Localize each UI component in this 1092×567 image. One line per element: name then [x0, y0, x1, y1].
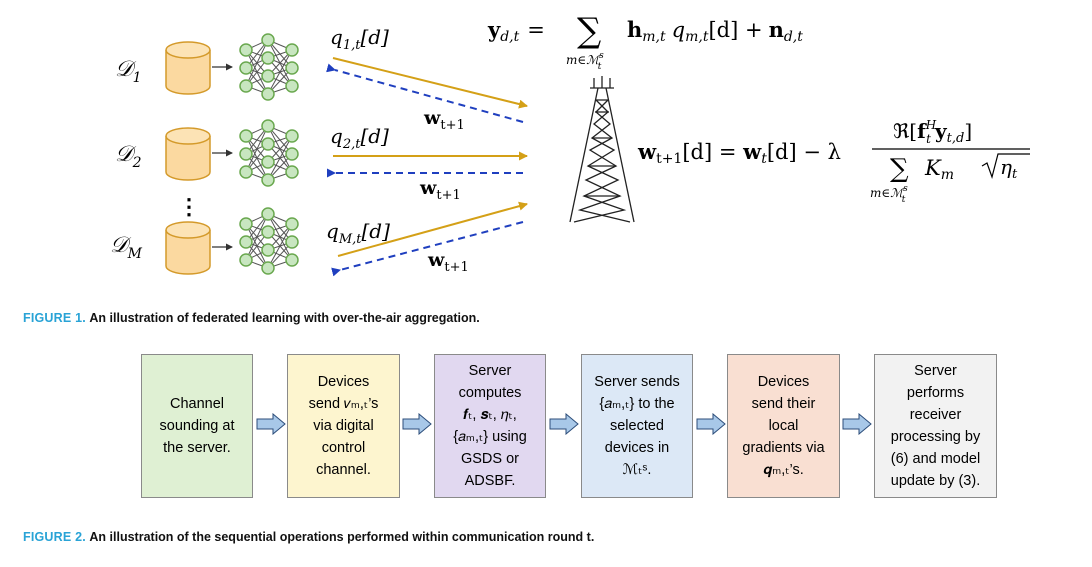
step-line: {𝑎ₘ,ₜ} using: [453, 429, 527, 445]
step-line: ADSBF.: [464, 473, 516, 489]
right-arrow-icon: [549, 413, 579, 435]
database-icon: [165, 221, 211, 275]
right-arrow-icon: [256, 413, 286, 435]
figure-1-caption: FIGURE 1. An illustration of federated l…: [23, 311, 480, 325]
step-text: Server performs receiver processing by (6) a…: [891, 360, 980, 492]
svg-text:wt+1[d] = wt[d] − λ: wt+1[d] = wt[d] − λ: [637, 139, 841, 167]
step-line: control: [321, 440, 366, 456]
step-line: Devices: [757, 374, 810, 390]
step-line: selected: [609, 418, 664, 434]
svg-text:m∈ℳst: m∈ℳst: [566, 51, 604, 72]
uplink-label-2: q2,t[d]: [330, 124, 389, 152]
svg-text:∑: ∑: [890, 154, 909, 184]
dataset-label-m: 𝒟M: [110, 233, 143, 262]
figure-1-caption-label: FIGURE 1.: [23, 311, 86, 325]
downlink-label-2: wt+1: [419, 177, 461, 203]
figure-1-caption-text: An illustration of federated learning wi…: [89, 311, 480, 325]
device-ellipsis: ⋮: [178, 194, 200, 219]
step-server-update: Server performs receiver processing by (6) a…: [874, 354, 997, 498]
downlink-label-m: wt+1: [427, 249, 469, 275]
step-text: Devices send their local gradients via 𝒒ₘ,ₜ’…: [742, 371, 824, 481]
step-line: processing by: [890, 429, 981, 445]
step-line: send 𝑣ₘ,ₜ’s: [308, 396, 379, 412]
right-arrow-icon: [402, 413, 432, 435]
figure-2-caption-label: FIGURE 2.: [23, 530, 86, 544]
uplink-label-m: qM,t[d]: [326, 219, 390, 247]
step-devices-send-v: Devices send 𝑣ₘ,ₜ’s via digital control chan…: [287, 354, 400, 498]
right-arrow-icon: [842, 413, 872, 435]
step-line: Server: [468, 363, 512, 379]
step-line: performs: [906, 385, 965, 401]
uplink-arrow-m: [337, 201, 528, 257]
svg-text:∑: ∑: [577, 11, 601, 51]
step-line: the server.: [163, 440, 231, 456]
step-line: gradients via: [742, 440, 825, 456]
step-line: channel.: [316, 462, 371, 478]
svg-text:yd,t=: yd,t=: [487, 17, 545, 45]
dataset-label-1: 𝒟1: [115, 57, 141, 86]
step-line: ℳₜˢ.: [622, 462, 652, 478]
database-icon: [165, 127, 211, 181]
device-1: 𝒟1 q1,t[d] wt+1: [115, 25, 528, 133]
step-line: send their: [751, 396, 816, 412]
neural-network-icon: [239, 119, 299, 187]
figure-2-caption-text: An illustration of the sequential operat…: [89, 530, 595, 544]
step-line: Channel: [169, 396, 224, 412]
downlink-arrow-m: [331, 221, 524, 277]
step-server-sends: Server sends {𝑎ₘ,ₜ} to the selected devices…: [581, 354, 693, 498]
step-channel-sounding: Channel sounding at the server.: [141, 354, 253, 498]
step-line: GSDS or: [460, 451, 519, 467]
step-line: local: [768, 418, 799, 434]
step-line: via digital: [313, 418, 374, 434]
base-station-tower-icon: [569, 76, 635, 223]
step-line: sounding at: [159, 418, 235, 434]
step-line: {𝑎ₘ,ₜ} to the: [599, 396, 675, 412]
step-line: (6) and model: [890, 451, 981, 467]
neural-network-icon: [239, 207, 299, 275]
step-line: devices in: [604, 440, 670, 456]
figure-2-caption: FIGURE 2. An illustration of the sequent…: [23, 530, 594, 544]
step-line: 𝒇ₜ, 𝒔ₜ, 𝜂ₜ,: [463, 407, 517, 423]
svg-text:ηt: ηt: [1000, 155, 1018, 182]
downlink-label-1: wt+1: [423, 107, 465, 133]
step-text: Server sends {𝑎ₘ,ₜ} to the selected devices…: [594, 371, 679, 481]
step-text: Devices send 𝑣ₘ,ₜ’s via digital control chan…: [309, 371, 379, 481]
svg-text:hm,tqm,t[d] +nd,t: hm,tqm,t[d] +nd,t: [627, 17, 803, 45]
step-line: Server: [914, 363, 957, 379]
step-line: update by (3).: [890, 473, 981, 489]
downlink-arrow-1: [326, 63, 524, 123]
database-icon: [165, 41, 211, 95]
figure-1-diagram: 𝒟1 q1,t[d] wt+1 𝒟2 q2,t[d] wt+1 ⋮ 𝒟M qM,…: [110, 11, 1030, 277]
step-line: Devices: [317, 374, 370, 390]
neural-network-icon: [239, 33, 299, 101]
device-2: 𝒟2 q2,t[d] wt+1: [115, 119, 528, 203]
step-line: Server sends: [594, 374, 680, 390]
step-line: computes: [458, 385, 522, 401]
dataset-label-2: 𝒟2: [115, 142, 142, 171]
step-text: Channel sounding at the server.: [160, 393, 235, 459]
step-line: 𝒒ₘ,ₜ’s.: [763, 462, 804, 478]
uplink-label-1: q1,t[d]: [330, 25, 389, 53]
uplink-arrow-1: [332, 57, 528, 109]
step-devices-send-gradients: Devices send their local gradients via 𝒒ₘ,ₜ’…: [727, 354, 840, 498]
right-arrow-icon: [696, 413, 726, 435]
device-m: 𝒟M qM,t[d] wt+1: [110, 201, 528, 277]
svg-text:Km: Km: [924, 156, 954, 183]
step-line: receiver: [909, 407, 962, 423]
svg-text:m∈ℳst: m∈ℳst: [870, 184, 908, 205]
